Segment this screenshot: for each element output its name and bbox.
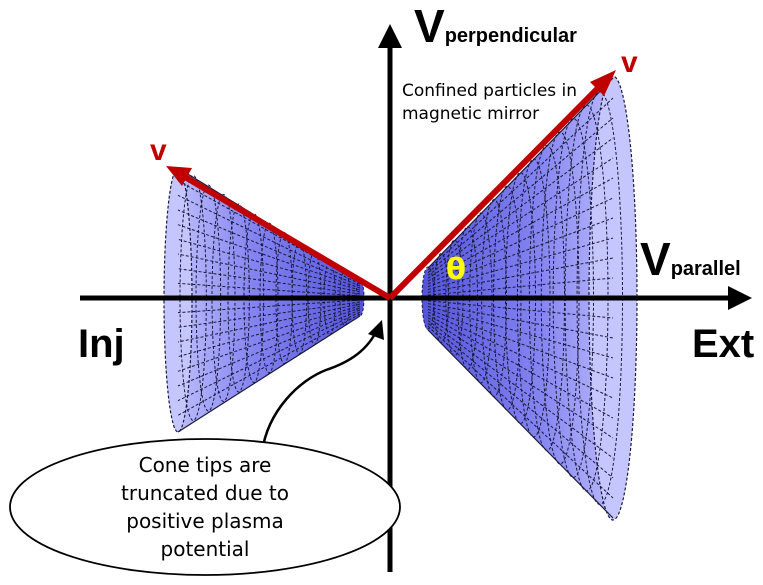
vertical-axis-arrowhead bbox=[378, 24, 402, 48]
v-perpendicular-main: V bbox=[414, 0, 445, 52]
left-velocity-arrowhead bbox=[166, 166, 192, 186]
v-perpendicular-subscript: perpendicular bbox=[444, 25, 577, 47]
callout bbox=[9, 320, 401, 576]
right-velocity-label: v bbox=[621, 46, 638, 79]
v-parallel-main: V bbox=[640, 233, 671, 285]
v-parallel-subscript: parallel bbox=[670, 258, 741, 280]
callout-bubble bbox=[9, 438, 401, 576]
horizontal-axis-arrowhead bbox=[728, 286, 752, 310]
theta-angle-label: θ bbox=[446, 252, 466, 286]
v-perpendicular-label: Vperpendicular bbox=[414, 3, 577, 59]
callout-leader bbox=[260, 327, 380, 453]
v-parallel-label: Vparallel bbox=[640, 236, 741, 292]
ext-label: Ext bbox=[692, 322, 755, 366]
right-velocity-arrowhead bbox=[590, 70, 616, 96]
velocity-arrows bbox=[166, 70, 616, 301]
left-velocity-arrow bbox=[178, 171, 392, 301]
callout-text: Cone tips are truncated due to positive … bbox=[121, 453, 289, 561]
left-velocity-label: v bbox=[150, 134, 167, 167]
right-velocity-arrow bbox=[387, 77, 609, 301]
callout-leader-arrowhead bbox=[368, 320, 384, 340]
axes bbox=[80, 24, 752, 572]
inj-label: Inj bbox=[78, 322, 125, 366]
confined-particles-note: Confined particles in magnetic mirror bbox=[402, 81, 578, 124]
